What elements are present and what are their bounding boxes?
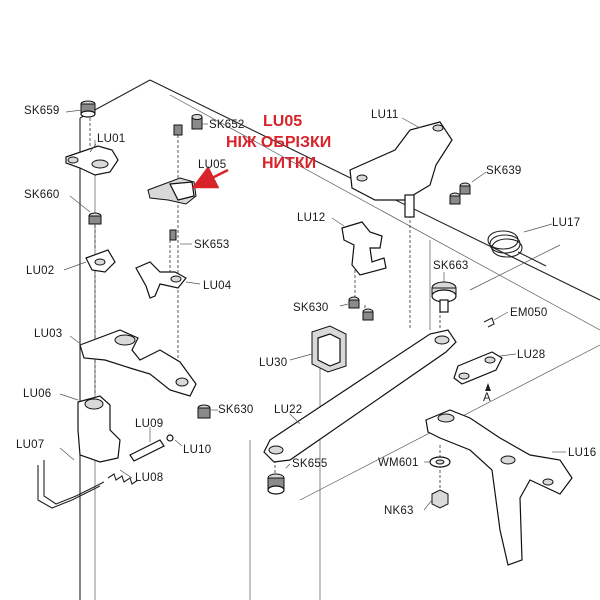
leader-lines xyxy=(59,109,566,511)
part-lu30 xyxy=(311,325,347,373)
callout-arrow xyxy=(191,165,229,189)
callout-text: LU05 НІЖ ОБРІЗКИ НИТКИ xyxy=(226,113,331,172)
label-sk655: SK655 xyxy=(292,458,328,470)
part-lu10 xyxy=(166,434,174,442)
label-sk652: SK652 xyxy=(209,119,245,131)
screw-sk659 xyxy=(80,100,96,118)
part-lu03 xyxy=(79,329,197,397)
part-lu01 xyxy=(65,145,119,176)
part-lu16 xyxy=(425,409,573,566)
part-lu08 xyxy=(107,473,139,485)
part-labels: SK659 LU01 SK652 LU05 SK660 SK653 LU02 L… xyxy=(16,105,596,517)
label-lu11: LU11 xyxy=(371,109,398,121)
label-sk663: SK663 xyxy=(433,260,469,272)
label-lu17: LU17 xyxy=(552,217,580,229)
label-lu10: LU10 xyxy=(183,444,211,456)
callout-code: LU05 xyxy=(263,113,302,130)
screw-sk639 xyxy=(449,182,471,205)
label-lu03: LU03 xyxy=(34,328,62,340)
screw-sk655 xyxy=(267,473,285,495)
callout-line1: НІЖ ОБРІЗКИ xyxy=(226,134,331,151)
label-lu08: LU08 xyxy=(135,472,163,484)
part-sk663 xyxy=(431,281,457,313)
label-lu12: LU12 xyxy=(297,212,325,224)
label-lu01: LU01 xyxy=(97,133,125,145)
part-em050 xyxy=(483,317,495,328)
label-sk653: SK653 xyxy=(194,239,230,251)
label-sk630-middle: SK630 xyxy=(293,302,329,314)
screw-sk652 xyxy=(173,114,203,136)
screw-sk660 xyxy=(88,212,102,225)
part-lu12 xyxy=(341,221,387,276)
part-lu05-knife xyxy=(147,177,197,205)
part-lu28 xyxy=(453,351,503,385)
part-lu02 xyxy=(85,249,116,273)
label-nk63: NK63 xyxy=(384,505,414,517)
label-a: A xyxy=(483,392,491,404)
arrow-a xyxy=(485,383,491,391)
label-lu09: LU09 xyxy=(135,418,163,430)
label-lu02: LU02 xyxy=(26,265,54,277)
label-lu07: LU07 xyxy=(16,439,44,451)
label-sk639: SK639 xyxy=(486,165,522,177)
label-lu04: LU04 xyxy=(203,280,232,292)
label-wm601: WM601 xyxy=(378,457,419,469)
part-lu06 xyxy=(77,395,121,463)
label-sk659: SK659 xyxy=(24,105,60,117)
label-sk660: SK660 xyxy=(24,189,60,201)
label-lu28: LU28 xyxy=(517,349,545,361)
label-lu30: LU30 xyxy=(259,357,287,369)
part-lu07 xyxy=(37,460,105,509)
label-lu22: LU22 xyxy=(274,404,302,416)
callout-line2: НИТКИ xyxy=(262,155,316,172)
label-lu05: LU05 xyxy=(198,159,226,171)
part-lu04 xyxy=(135,261,187,299)
screw-sk630-middle xyxy=(348,296,374,321)
label-em050: EM050 xyxy=(510,307,547,319)
nut-nk63 xyxy=(431,489,449,509)
label-lu16: LU16 xyxy=(568,447,596,459)
part-lu22 xyxy=(263,329,457,463)
label-sk630-left: SK630 xyxy=(218,404,254,416)
part-lu11 xyxy=(349,121,453,218)
part-lu17 xyxy=(487,230,547,267)
label-lu06: LU06 xyxy=(23,388,51,400)
part-lu09 xyxy=(129,439,165,462)
screw-sk630-left xyxy=(197,404,211,419)
screw-sk653 xyxy=(169,229,177,241)
washer-wm601 xyxy=(429,456,451,468)
